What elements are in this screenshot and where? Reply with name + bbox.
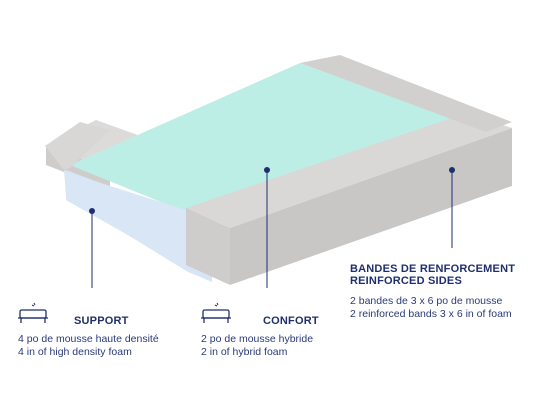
mattress-right-side xyxy=(230,128,512,285)
support-foam-front xyxy=(66,172,186,268)
bed-icon xyxy=(18,302,48,323)
bands-title-en: REINFORCED SIDES xyxy=(350,275,462,287)
band-left xyxy=(45,122,110,170)
comfort-leader xyxy=(264,167,270,288)
bands-leader xyxy=(449,167,455,248)
band-right-front xyxy=(186,208,230,285)
support-line-en: 4 in of high density foam xyxy=(18,346,132,358)
bands-line-fr: 2 bandes de 3 x 6 po de mousse xyxy=(350,295,503,307)
comfort-foam-top xyxy=(70,63,490,222)
support-title: SUPPORT xyxy=(74,315,129,327)
bands-title-fr: BANDES DE RENFORCEMENT xyxy=(350,263,516,275)
band-back xyxy=(300,55,512,132)
support-leader xyxy=(89,208,95,288)
comfort-line-fr: 2 po de mousse hybride xyxy=(201,333,314,345)
comfort-title: CONFORT xyxy=(263,315,319,327)
support-callout: SUPPORT 4 po de mousse haute densité 4 i… xyxy=(18,315,159,359)
bands-line-en: 2 reinforced bands 3 x 6 in of foam xyxy=(350,308,512,320)
comfort-line-en: 2 in of hybrid foam xyxy=(201,346,288,358)
bed-icon xyxy=(201,302,231,323)
support-line-fr: 4 po de mousse haute densité xyxy=(18,333,159,345)
bands-callout: BANDES DE RENFORCEMENT REINFORCED SIDES … xyxy=(350,263,515,321)
comfort-callout: CONFORT 2 po de mousse hybride 2 in of h… xyxy=(201,315,319,359)
